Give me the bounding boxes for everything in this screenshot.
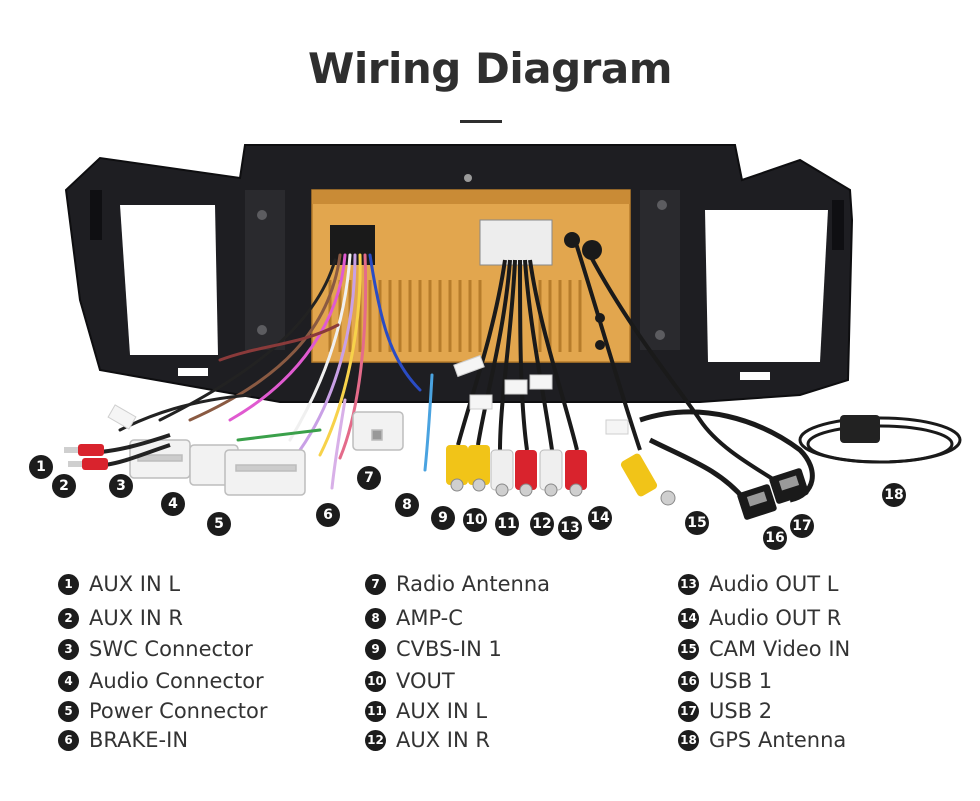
callout-12: 12 <box>530 512 554 536</box>
legend-number: 15 <box>678 638 699 660</box>
legend-number: 10 <box>365 670 386 692</box>
legend-label: CVBS-IN 1 <box>396 637 502 661</box>
legend-number: 1 <box>58 573 79 595</box>
callout-17: 17 <box>790 514 814 538</box>
legend-item: 6 BRAKE-IN <box>58 726 188 754</box>
callout-8: 8 <box>395 493 419 517</box>
callout-15: 15 <box>685 511 709 535</box>
legend-item: 11 AUX IN L <box>365 697 487 725</box>
legend-label: VOUT <box>396 669 455 693</box>
legend-number: 12 <box>365 729 386 751</box>
callout-10: 10 <box>463 508 487 532</box>
legend-label: AUX IN R <box>396 728 490 752</box>
legend-label: USB 2 <box>709 699 773 723</box>
legend-label: AMP-C <box>396 606 463 630</box>
legend-label: Audio OUT R <box>709 606 842 630</box>
legend-number: 18 <box>678 729 699 751</box>
legend-item: 13 Audio OUT L <box>678 570 838 598</box>
legend-label: SWC Connector <box>89 637 253 661</box>
aux-in-plugs <box>64 433 171 470</box>
legend-label: Audio OUT L <box>709 572 839 596</box>
legend-item: 14 Audio OUT R <box>678 604 841 632</box>
legend-number: 4 <box>58 670 79 692</box>
legend-label: USB 1 <box>709 669 773 693</box>
callout-7: 7 <box>357 466 381 490</box>
legend-item: 3 SWC Connector <box>58 635 253 663</box>
legend-number: 2 <box>58 607 79 629</box>
legend-item: 17 USB 2 <box>678 697 772 725</box>
callout-4: 4 <box>161 492 185 516</box>
legend-item: 10 VOUT <box>365 667 455 695</box>
callout-6: 6 <box>316 503 340 527</box>
legend-label: BRAKE-IN <box>89 728 189 752</box>
legend-item: 16 USB 1 <box>678 667 772 695</box>
legend-item: 15 CAM Video IN <box>678 635 850 663</box>
callout-3: 3 <box>109 474 133 498</box>
usb-cables <box>639 409 815 520</box>
gps-antenna <box>798 415 962 464</box>
legend-number: 8 <box>365 607 386 629</box>
legend-number: 3 <box>58 638 79 660</box>
legend-label: Audio Connector <box>89 669 264 693</box>
legend-item: 18 GPS Antenna <box>678 726 846 754</box>
legend-item: 12 AUX IN R <box>365 726 490 754</box>
legend-label: AUX IN L <box>396 699 488 723</box>
legend-item: 2 AUX IN R <box>58 604 183 632</box>
legend-label: GPS Antenna <box>709 728 847 752</box>
legend-number: 7 <box>365 573 386 595</box>
legend-item: 8 AMP-C <box>365 604 463 632</box>
cable-tags <box>107 354 629 435</box>
legend-number: 13 <box>678 573 699 595</box>
legend-number: 11 <box>365 700 386 722</box>
legend-item: 7 Radio Antenna <box>365 570 550 598</box>
legend-number: 5 <box>58 700 79 722</box>
legend-item: 4 Audio Connector <box>58 667 264 695</box>
legend-label: CAM Video IN <box>709 637 851 661</box>
legend-item: 1 AUX IN L <box>58 570 180 598</box>
callout-18: 18 <box>882 483 906 507</box>
legend-number: 16 <box>678 670 699 692</box>
legend-item: 5 Power Connector <box>58 697 267 725</box>
legend-number: 14 <box>678 607 699 629</box>
callout-9: 9 <box>431 506 455 530</box>
main-harness <box>118 253 434 490</box>
callout-13: 13 <box>558 516 582 540</box>
callout-16: 16 <box>763 526 787 550</box>
legend-number: 9 <box>365 638 386 660</box>
callout-1: 1 <box>29 455 53 479</box>
legend-item: 9 CVBS-IN 1 <box>365 635 502 663</box>
title-underline <box>460 120 502 123</box>
legend-label: AUX IN L <box>89 572 181 596</box>
callout-5: 5 <box>207 512 231 536</box>
legend-label: Radio Antenna <box>396 572 551 596</box>
callout-11: 11 <box>495 512 519 536</box>
callout-14: 14 <box>588 506 612 530</box>
callout-2: 2 <box>52 474 76 498</box>
legend-number: 17 <box>678 700 699 722</box>
legend-label: Power Connector <box>89 699 268 723</box>
page-title: Wiring Diagram <box>308 44 672 93</box>
rca-plugs <box>446 445 676 506</box>
legend-number: 6 <box>58 729 79 751</box>
legend-label: AUX IN R <box>89 606 183 630</box>
